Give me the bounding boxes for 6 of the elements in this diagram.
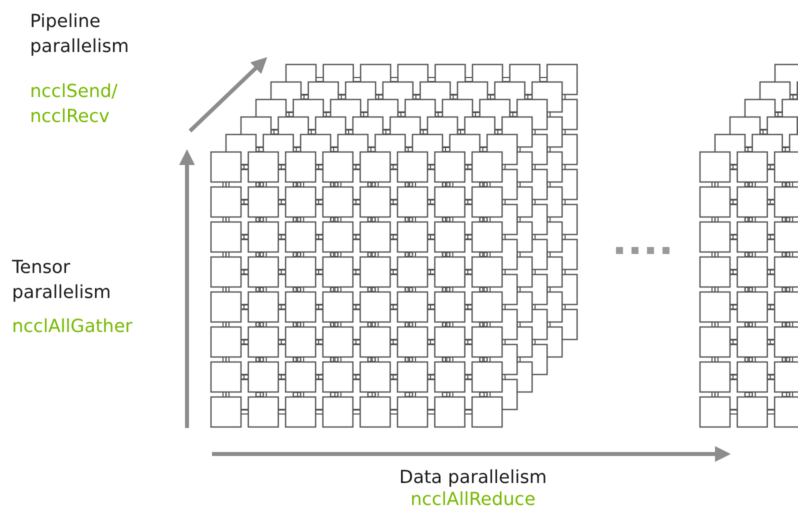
function-name: ncclSend/ ncclRecv (30, 80, 119, 129)
axis-label: Tensor parallelism (12, 256, 112, 305)
function-name: ncclAllGather (12, 315, 134, 339)
function-name: ncclAllReduce (409, 488, 537, 509)
axis-label: Data parallelism (398, 466, 548, 490)
axis-label: Pipeline parallelism (30, 10, 130, 59)
